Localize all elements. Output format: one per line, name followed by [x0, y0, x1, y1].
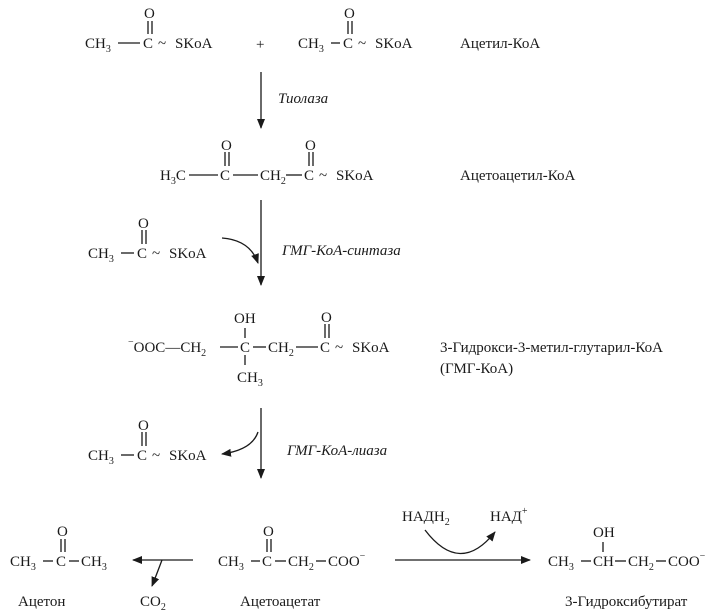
acetoacetate: CH3 C O CH2 COO− — [218, 524, 366, 573]
3-hydroxybutyrate: CH3 CH OH CH2 COO− — [548, 525, 706, 573]
atom-o: O — [138, 418, 149, 434]
atom-ch2: CH2 — [288, 554, 314, 573]
atom-ch3: CH3 — [237, 370, 263, 389]
tilde-bond: ~ — [158, 36, 166, 52]
label-acetone: Ацетон — [18, 594, 65, 610]
atom-oh: OH — [593, 525, 615, 541]
atom-ch3: CH3 — [88, 246, 114, 265]
tilde-bond: ~ — [335, 340, 343, 356]
atom-coo: COO− — [668, 551, 706, 570]
tilde-bond: ~ — [319, 168, 327, 184]
atom-c: C — [304, 168, 314, 184]
enzyme-hmg-lyase: ГМГ-КоА-лиаза — [286, 443, 387, 459]
acetyl-coa-substrate: CH3 C O ~ SKoA — [88, 216, 207, 265]
atom-skoa: SKoA — [169, 448, 207, 464]
atom-ch3: CH3 — [81, 554, 107, 573]
atom-skoa: SKoA — [375, 36, 413, 52]
atom-c: C — [137, 246, 147, 262]
atom-coo: COO− — [328, 551, 366, 570]
label-hmg-coa: 3-Гидрокси-3-метил-глутарил-КоА — [440, 340, 663, 356]
atom-o: O — [263, 524, 274, 540]
atom-skoa: SKoA — [175, 36, 213, 52]
atom-o: O — [57, 524, 68, 540]
arrow-acetyl-coa-in — [221, 237, 259, 264]
atom-ch3: CH3 — [85, 36, 111, 55]
tilde-bond: ~ — [358, 36, 366, 52]
acetone: CH3 C O CH3 — [10, 524, 107, 573]
label-3-hydroxybutyrate: 3-Гидроксибутират — [565, 594, 688, 610]
atom-skoa: SKoA — [336, 168, 374, 184]
atom-skoa: SKoA — [352, 340, 390, 356]
atom-ch: CH — [593, 554, 614, 570]
atom-ch3: CH3 — [548, 554, 574, 573]
atom-o: O — [144, 6, 155, 22]
atom-c: C — [143, 36, 153, 52]
acetyl-coa-right: CH3 C O ~ SKoA — [298, 6, 413, 55]
atom-c: C — [137, 448, 147, 464]
acetoacetyl-coa: H3C C O CH2 C O ~ SKoA — [160, 138, 374, 187]
atom-oh: OH — [234, 311, 256, 327]
atom-c: C — [240, 340, 250, 356]
cofactor-nad: НАД+ — [490, 506, 528, 525]
enzyme-hmg-synthase: ГМГ-КоА-синтаза — [281, 243, 401, 259]
atom-ch3: CH3 — [218, 554, 244, 573]
label-acetoacetyl-coa: Ацетоацетил-КоА — [460, 168, 576, 184]
arrow-nadh-cofactor — [424, 529, 496, 555]
acetyl-coa-product: CH3 C O ~ SKoA — [88, 418, 207, 467]
atom-o: O — [305, 138, 316, 154]
atom-ch2: CH2 — [268, 340, 294, 359]
atom-o: O — [221, 138, 232, 154]
arrow-acetyl-coa-out — [221, 431, 259, 457]
label-hmg-coa-abbrev: (ГМГ-КоА) — [440, 361, 513, 377]
enzyme-thiolase: Тиолаза — [278, 91, 328, 107]
atom-o: O — [138, 216, 149, 232]
atom-skoa: SKoA — [169, 246, 207, 262]
tilde-bond: ~ — [152, 246, 160, 262]
atom-ch3: CH3 — [88, 448, 114, 467]
atom-ooc: −OOC—CH2 — [128, 337, 206, 359]
atom-o: O — [321, 310, 332, 326]
label-acetoacetate: Ацетоацетат — [240, 594, 321, 610]
acetyl-coa-left: CH3 C O ~ SKoA — [85, 6, 213, 55]
atom-h3c: H3C — [160, 168, 186, 187]
atom-c: C — [343, 36, 353, 52]
atom-ch3: CH3 — [298, 36, 324, 55]
atom-c: C — [262, 554, 272, 570]
atom-ch2: CH2 — [628, 554, 654, 573]
atom-c: C — [320, 340, 330, 356]
atom-o: O — [344, 6, 355, 22]
arrow-co2-out — [151, 559, 163, 587]
atom-c: C — [220, 168, 230, 184]
co2: CO2 — [140, 594, 166, 613]
atom-c: C — [56, 554, 66, 570]
atom-ch2: CH2 — [260, 168, 286, 187]
label-acetyl-coa: Ацетил-КоА — [460, 36, 540, 52]
atom-ch3: CH3 — [10, 554, 36, 573]
tilde-bond: ~ — [152, 448, 160, 464]
cofactor-nadh2: НАДН2 — [402, 509, 450, 528]
hmg-coa: −OOC—CH2 C OH CH3 CH2 C O ~ SKoA — [128, 310, 390, 389]
plus-sign: + — [256, 37, 264, 53]
